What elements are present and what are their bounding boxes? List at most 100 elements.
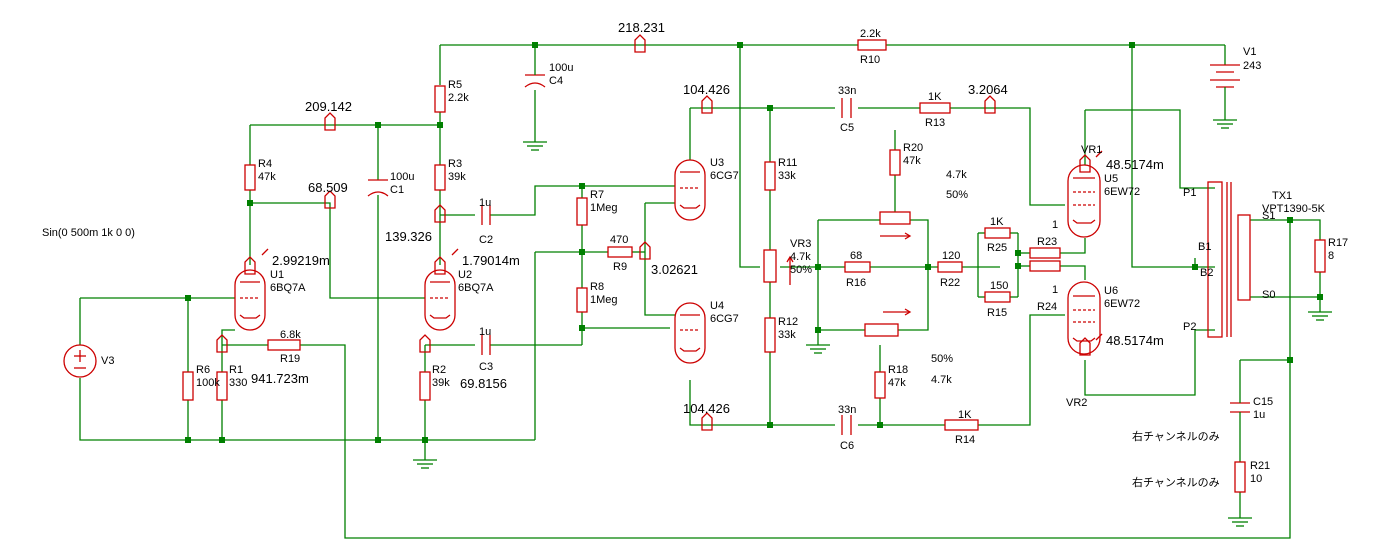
resistor-r22: [937, 261, 963, 273]
svg-text:U4: U4: [710, 300, 724, 312]
resistor-r11: [764, 161, 776, 191]
svg-text:R25: R25: [987, 242, 1007, 254]
wires: [79, 44, 1321, 539]
notes: 右チャンネルのみ 右チャンネルのみ: [1132, 429, 1220, 489]
voltage-69: 69.8156: [460, 376, 507, 391]
svg-text:47k: 47k: [903, 155, 921, 167]
svg-text:6EW72: 6EW72: [1104, 186, 1140, 198]
resistor-r17: [1314, 239, 1326, 273]
voltage-48-bot: 48.5174m: [1106, 333, 1164, 348]
voltage-1-79: 1.79014m: [462, 253, 520, 268]
svg-text:C3: C3: [479, 361, 493, 373]
voltage-probes: [216, 34, 1103, 431]
ground-r17: [1308, 311, 1332, 321]
ground-r21: [1228, 517, 1252, 527]
signal-source-v3: [63, 344, 97, 378]
note-right-channel-1: 右チャンネルのみ: [1132, 429, 1220, 443]
svg-text:VR2: VR2: [1066, 397, 1087, 409]
svg-text:P1: P1: [1183, 187, 1196, 199]
pot-vr1: [879, 211, 911, 225]
svg-text:C4: C4: [549, 75, 563, 87]
svg-text:1u: 1u: [1253, 409, 1265, 421]
svg-text:6BQ7A: 6BQ7A: [270, 282, 306, 294]
resistors: [182, 39, 1326, 493]
svg-text:U3: U3: [710, 157, 724, 169]
svg-text:2.2k: 2.2k: [860, 28, 881, 40]
svg-text:R13: R13: [925, 117, 945, 129]
svg-text:R2: R2: [432, 364, 446, 376]
resistor-r20: [889, 149, 901, 176]
svg-text:1K: 1K: [928, 91, 942, 103]
svg-text:50%: 50%: [790, 264, 812, 276]
svg-text:C15: C15: [1253, 396, 1273, 408]
voltage-2-99: 2.99219m: [272, 253, 330, 268]
svg-text:R16: R16: [846, 277, 866, 289]
svg-text:VR1: VR1: [1081, 144, 1102, 156]
svg-text:4.7k: 4.7k: [931, 374, 952, 386]
svg-text:120: 120: [942, 250, 960, 262]
svg-text:33n: 33n: [838, 85, 856, 97]
svg-text:6BQ7A: 6BQ7A: [458, 282, 494, 294]
svg-text:33k: 33k: [778, 170, 796, 182]
svg-text:6EW72: 6EW72: [1104, 298, 1140, 310]
svg-text:R8: R8: [590, 281, 604, 293]
svg-text:6.8k: 6.8k: [280, 329, 301, 341]
svg-text:68: 68: [850, 250, 862, 262]
svg-text:2.2k: 2.2k: [448, 92, 469, 104]
svg-text:R18: R18: [888, 364, 908, 376]
tube-u4: [674, 302, 706, 364]
svg-text:33k: 33k: [778, 329, 796, 341]
voltage-209: 209.142: [305, 99, 352, 114]
svg-text:33n: 33n: [838, 404, 856, 416]
svg-text:100u: 100u: [549, 62, 573, 74]
svg-text:B1: B1: [1198, 241, 1211, 253]
svg-text:VPT1390-5K: VPT1390-5K: [1262, 203, 1326, 215]
svg-text:R4: R4: [258, 158, 272, 170]
svg-text:10: 10: [1250, 473, 1262, 485]
note-right-channel-2: 右チャンネルのみ: [1132, 475, 1220, 489]
svg-text:50%: 50%: [931, 353, 953, 365]
voltage-139: 139.326: [385, 229, 432, 244]
voltage-3-02: 3.02621: [651, 262, 698, 277]
vacuum-tubes: [234, 159, 1101, 364]
ground-c4: [523, 141, 547, 151]
svg-text:1Meg: 1Meg: [590, 202, 618, 214]
resistor-r21: [1234, 461, 1246, 493]
svg-text:P2: P2: [1183, 321, 1196, 333]
svg-text:150: 150: [990, 280, 1008, 292]
svg-text:R19: R19: [280, 353, 300, 365]
resistor-r25: [984, 227, 1011, 239]
svg-text:R11: R11: [778, 157, 797, 169]
resistor-r12: [764, 317, 776, 353]
svg-text:4.7k: 4.7k: [946, 169, 967, 181]
svg-text:470: 470: [610, 234, 628, 246]
svg-text:C2: C2: [479, 234, 493, 246]
svg-text:C5: C5: [840, 122, 854, 134]
voltage-68: 68.509: [308, 180, 348, 195]
svg-text:V3: V3: [101, 355, 114, 367]
svg-text:B2: B2: [1200, 267, 1213, 279]
pot-vr2: [864, 323, 899, 337]
node-voltage-labels: 218.231 209.142 68.509 139.326 2.99219m …: [251, 20, 1164, 416]
voltage-104-bot: 104.426: [683, 401, 730, 416]
resistor-r7: [576, 197, 588, 226]
potentiometers: [763, 211, 912, 337]
svg-text:U5: U5: [1104, 173, 1118, 185]
resistor-r3: [434, 164, 446, 191]
tube-u2: [424, 269, 456, 331]
tube-u5: [1067, 164, 1101, 238]
voltage-104-top: 104.426: [683, 82, 730, 97]
svg-text:243: 243: [1243, 60, 1261, 72]
resistor-r24: [1029, 260, 1061, 272]
svg-text:S0: S0: [1262, 289, 1275, 301]
svg-text:R3: R3: [448, 158, 462, 170]
voltage-48-top: 48.5174m: [1106, 157, 1164, 172]
component-labels: Sin(0 500m 1k 0 0) R5 2.2k R3 39k R4 47k…: [42, 28, 1348, 485]
svg-text:R1: R1: [229, 364, 243, 376]
svg-text:100k: 100k: [196, 377, 220, 389]
svg-text:4.7k: 4.7k: [790, 251, 811, 263]
resistor-r10: [857, 39, 887, 51]
svg-text:R6: R6: [196, 364, 210, 376]
resistor-r13: [919, 102, 951, 114]
svg-text:R17: R17: [1328, 237, 1348, 249]
